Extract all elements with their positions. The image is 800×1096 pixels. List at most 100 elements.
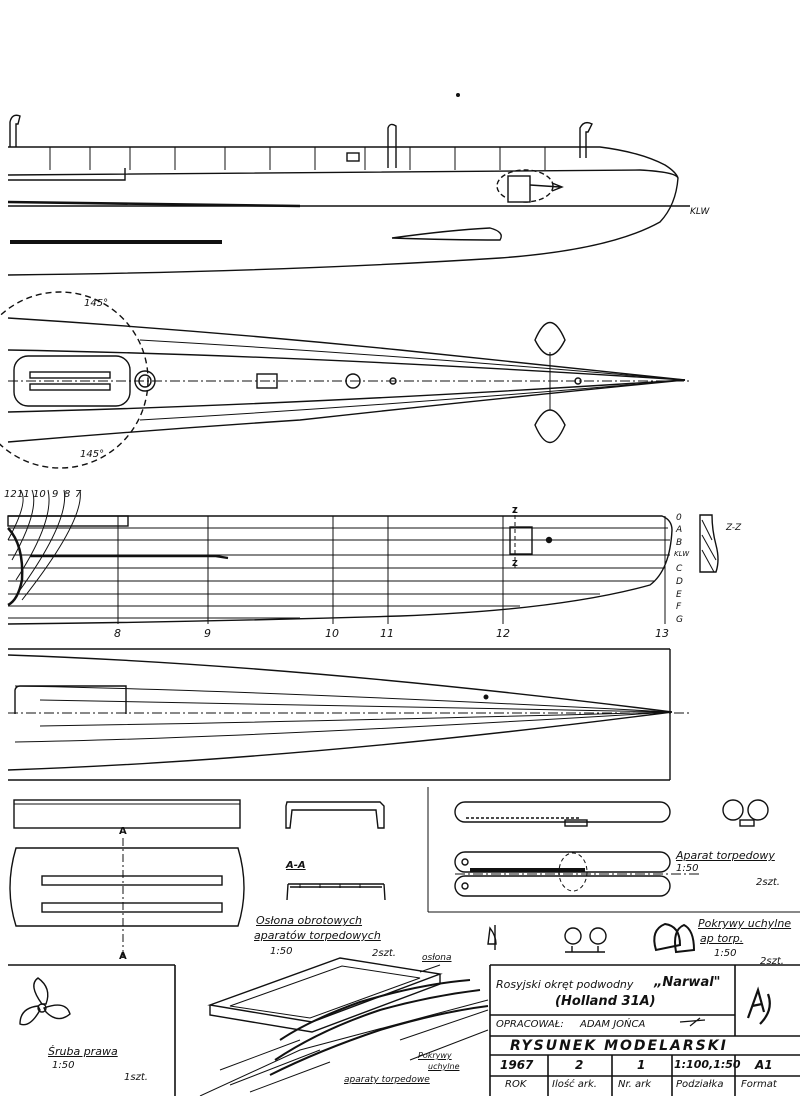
plan-hatch-2: [345, 373, 361, 389]
torpedo-slot-1: [29, 371, 111, 379]
station-number-10: 10: [325, 627, 339, 640]
value-format: A1: [755, 1058, 773, 1072]
iso-leader-oslona: [419, 964, 441, 973]
plan-inner-upper: [139, 339, 686, 381]
angle-label-bottom: 145°: [80, 449, 104, 460]
half-breadth-casing: [14, 685, 127, 714]
side-bow-plane: [391, 227, 502, 241]
profile-casing: [7, 515, 129, 527]
title-block-frame: [8, 964, 800, 1096]
aparat-end-view-1: [722, 799, 744, 821]
oslona-side-view: [13, 799, 241, 829]
section-mark-z-bottom: Z: [512, 559, 518, 568]
frame-label-8: 8: [64, 489, 70, 500]
aparat-title: Aparat torpedowy: [676, 849, 775, 862]
bow-plane-lower: [534, 409, 566, 444]
torpedo-cover-plan: [13, 355, 131, 407]
side-casing: [8, 168, 126, 181]
side-klw-label: KLW: [690, 207, 711, 217]
oslona-quantity: 2szt.: [372, 948, 396, 959]
oslona-title-line-2: aparatów torpedowych: [254, 929, 381, 942]
pokrywy-quantity: 2szt.: [760, 956, 784, 967]
oslona-detail: [9, 799, 386, 960]
side-deck-ticks: [49, 147, 546, 170]
sruba-scale: 1:50: [52, 1060, 75, 1071]
waterline-label-c: C: [676, 564, 683, 574]
half-breadth-plan: [7, 648, 690, 781]
station-number-12: 12: [496, 627, 510, 640]
value-sheet-count: 2: [575, 1058, 584, 1072]
iso-label-oslona: osłona: [422, 953, 452, 963]
aparat-tube-lower: [454, 875, 671, 897]
waterline-label-g: G: [676, 615, 683, 625]
author-name: ADAM JOŃCA: [580, 1019, 646, 1030]
lines-profile-outline: [7, 515, 673, 625]
frame-label-12: 12: [4, 489, 17, 500]
profile-hatch: [509, 526, 533, 555]
plan-deck-upper: [7, 349, 686, 381]
pokrywy-title-line-2: ap torp.: [700, 932, 744, 945]
header-scale: Podziałka: [676, 1079, 724, 1090]
aparat-quantity: 2szt.: [756, 877, 780, 888]
plan-inner-lower: [139, 379, 686, 421]
lines-profile: 12 11 10 9 8 7 8 9 10 11 12 13 0 A B KLW…: [4, 489, 742, 640]
frame-label-10: 10: [33, 489, 46, 500]
sruba-quantity: 1szt.: [124, 1072, 148, 1083]
ventilator-aft: [9, 114, 21, 147]
isometric-view: [199, 957, 489, 1096]
plan-view: 145° 145°: [0, 291, 690, 469]
station-number-11: 11: [380, 627, 394, 640]
torpedo-arrow: [529, 182, 564, 192]
section-z-z-label: Z-Z: [725, 523, 742, 533]
waterline-label-a: A: [675, 525, 682, 535]
waterline-label-klw: KLW: [674, 550, 690, 558]
side-deck-line: [8, 146, 679, 179]
profile-rail: [30, 554, 229, 560]
plan-hatch-rect: [256, 373, 278, 389]
opracowal-label: OPRACOWAŁ:: [496, 1019, 564, 1030]
value-sheet-number: 1: [637, 1058, 646, 1072]
station-number-9: 9: [204, 627, 211, 640]
section-mark-a-top: A: [119, 826, 127, 837]
plan-hatch-1: [134, 370, 156, 392]
plan-deck-lower: [7, 379, 686, 413]
waterline-label-b: B: [676, 538, 682, 548]
station-number-13: 13: [655, 627, 669, 640]
section-a-a-label: A-A: [286, 860, 306, 871]
frame-label-11: 11: [17, 489, 30, 500]
stern-fan-lines: [7, 489, 81, 601]
oslona-plan-view: [9, 847, 245, 927]
oslona-scale: 1:50: [270, 946, 293, 957]
aparat-scale: 1:50: [676, 863, 699, 874]
torpedo-slot-2: [29, 383, 111, 391]
plan-outline-bottom: [7, 379, 686, 443]
ventilator-mid: [387, 123, 397, 168]
header-year: ROK: [505, 1079, 527, 1090]
pokrywy-detail: [487, 922, 696, 954]
title-ship-subtitle: (Holland 31A): [555, 994, 656, 1009]
title-ship-name: „Narwal": [654, 975, 721, 990]
signature: [679, 1017, 706, 1027]
section-mark-z-top: Z: [512, 506, 518, 515]
header-format: Format: [741, 1079, 777, 1090]
station-number-8: 8: [114, 627, 121, 640]
waterline-label-f: F: [676, 602, 682, 612]
ventilator-bow: [579, 121, 593, 158]
publication-title: RYSUNEK MODELARSKI: [510, 1038, 728, 1054]
oslona-end-view: [285, 801, 385, 829]
aparat-detail: [427, 787, 800, 913]
waterline-label-0: 0: [676, 513, 682, 523]
propeller-drawing: [19, 977, 71, 1026]
pokrywy-title-line-1: Pokrywy uchylne: [698, 917, 792, 930]
iso-label-pokrywy-2: uchylne: [428, 1062, 460, 1071]
waterlines: [8, 527, 670, 619]
side-rail: [7, 200, 301, 208]
oslona-section-a-a: [286, 883, 386, 901]
iso-label-aparaty: aparaty torpedowe: [344, 1075, 430, 1085]
waterline-label-d: D: [676, 577, 683, 587]
station-lines: [117, 516, 666, 624]
value-year: 1967: [500, 1058, 534, 1072]
sruba-title: Śruba prawa: [48, 1045, 118, 1058]
z-z-section: [699, 514, 719, 573]
